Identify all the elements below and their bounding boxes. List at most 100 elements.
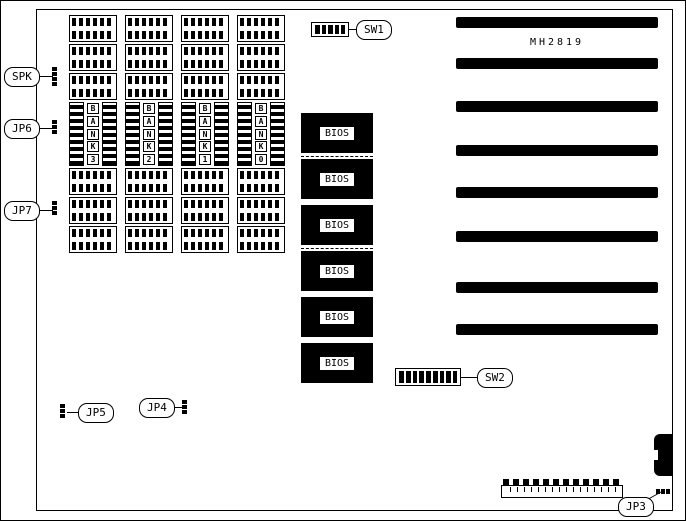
connector-pin-ticks bbox=[504, 487, 620, 492]
dram-chip bbox=[237, 44, 285, 71]
jp5-pins bbox=[60, 404, 65, 418]
bank-letter: A bbox=[199, 115, 211, 127]
bank-letter: N bbox=[255, 128, 267, 140]
jp4-pins bbox=[182, 400, 187, 414]
pin bbox=[60, 404, 65, 408]
pin bbox=[52, 201, 57, 205]
dip-switch-segment bbox=[439, 371, 445, 383]
dip-switch-segment bbox=[412, 371, 418, 383]
chip-pin-row bbox=[240, 47, 282, 55]
chip-pin-row bbox=[184, 242, 226, 250]
bank-letter: K bbox=[87, 141, 99, 153]
bios-chip: BIOS bbox=[301, 297, 373, 337]
pin bbox=[52, 67, 57, 71]
spk-pins bbox=[52, 67, 57, 86]
chip-pin-row bbox=[240, 200, 282, 208]
callout-line bbox=[40, 128, 53, 129]
chip-pin-row bbox=[184, 184, 226, 192]
chip-pin-row bbox=[128, 213, 170, 221]
pin bbox=[182, 410, 187, 414]
chip-pin-row bbox=[72, 31, 114, 39]
jp6-pins bbox=[52, 120, 57, 134]
pin bbox=[666, 489, 670, 494]
dram-chip bbox=[237, 226, 285, 253]
sw2-callout: SW2 bbox=[477, 368, 513, 388]
dip-switch-end bbox=[341, 25, 345, 34]
model-number: MH2819 bbox=[529, 37, 585, 48]
bank-letter: A bbox=[87, 115, 99, 127]
chip-pin-row bbox=[240, 18, 282, 26]
dram-chip bbox=[69, 168, 117, 195]
chip-pin-row bbox=[72, 76, 114, 84]
chip-pin-row bbox=[184, 229, 226, 237]
chip-pin-row bbox=[240, 171, 282, 179]
expansion-slot bbox=[456, 58, 658, 69]
connector-pin-row bbox=[501, 479, 623, 485]
sw2-dip-switch bbox=[395, 368, 461, 386]
chip-pin-row bbox=[128, 184, 170, 192]
bios-chip-label: BIOS bbox=[318, 171, 356, 187]
connector-pin bbox=[553, 479, 559, 485]
chip-pin-row bbox=[128, 60, 170, 68]
bank-letter: K bbox=[199, 141, 211, 153]
keyboard-connector bbox=[654, 434, 673, 476]
dip-switch-segment bbox=[399, 371, 404, 383]
chip-pin-row bbox=[128, 47, 170, 55]
dram-chip bbox=[237, 168, 285, 195]
chip-pin-row bbox=[240, 60, 282, 68]
chip-pin-row bbox=[184, 18, 226, 26]
dram-pin-strip bbox=[158, 102, 173, 166]
chip-pin-row bbox=[184, 76, 226, 84]
connector-pin bbox=[563, 479, 569, 485]
pin bbox=[52, 130, 57, 134]
dram-chip bbox=[69, 44, 117, 71]
jp5-callout: JP5 bbox=[78, 403, 114, 423]
chip-pin-row bbox=[240, 229, 282, 237]
expansion-slot bbox=[456, 101, 658, 112]
chip-pin-row bbox=[240, 89, 282, 97]
bank-letter: 1 bbox=[199, 154, 211, 165]
chip-pin-row bbox=[184, 60, 226, 68]
connector-pin bbox=[523, 479, 529, 485]
bottom-header-connector bbox=[501, 479, 623, 498]
bank-letter: 3 bbox=[87, 154, 99, 165]
dram-chip bbox=[125, 197, 173, 224]
callout-line bbox=[348, 29, 357, 30]
connector-pin bbox=[583, 479, 589, 485]
bank-letter: 0 bbox=[255, 154, 267, 165]
bank-letter: B bbox=[199, 103, 211, 114]
dip-switch-end bbox=[453, 371, 458, 383]
pin bbox=[52, 206, 57, 210]
spk-callout: SPK bbox=[4, 67, 40, 87]
jp6-callout: JP6 bbox=[4, 119, 40, 139]
dip-switch-segment bbox=[419, 371, 425, 383]
chip-pin-row bbox=[240, 76, 282, 84]
chip-pin-row bbox=[240, 184, 282, 192]
bios-chip: BIOS bbox=[301, 251, 373, 291]
dram-chip bbox=[181, 44, 229, 71]
chip-pin-row bbox=[128, 18, 170, 26]
chip-pin-row bbox=[72, 229, 114, 237]
chip-pin-row bbox=[184, 213, 226, 221]
bank-letter: N bbox=[143, 128, 155, 140]
dram-chip bbox=[181, 197, 229, 224]
pin bbox=[52, 72, 57, 76]
bios-chip-label: BIOS bbox=[318, 309, 356, 325]
dram-chip bbox=[181, 226, 229, 253]
dram-chip bbox=[69, 197, 117, 224]
bios-chip-label: BIOS bbox=[318, 355, 356, 371]
chip-pin-row bbox=[72, 60, 114, 68]
socket-divider bbox=[301, 248, 373, 249]
connector-pin bbox=[543, 479, 549, 485]
chip-pin-row bbox=[128, 242, 170, 250]
